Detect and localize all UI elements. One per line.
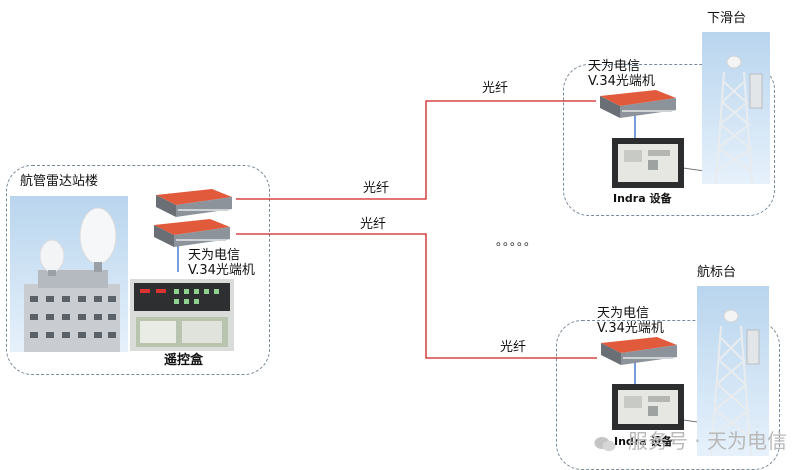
bottom-device-label-line1: 天为电信	[597, 306, 650, 321]
remote-control-box-image	[130, 279, 234, 351]
fiber-label-bottom-right: 光纤	[500, 340, 527, 355]
fiber-link-top	[236, 100, 596, 200]
fiber-label-top-right: 光纤	[482, 81, 509, 96]
fiber-label-bottom-left: 光纤	[360, 217, 387, 232]
indra-equipment-top-image	[612, 138, 684, 188]
optical-modem-bottom	[597, 335, 677, 365]
left-site-title: 航管雷达站楼	[20, 174, 99, 189]
optical-modem-top	[596, 88, 676, 118]
wechat-icon	[594, 434, 616, 452]
remote-box-label: 遥控盒	[164, 353, 204, 368]
bottom-equipment-label: Indra 设备	[614, 435, 673, 448]
fiber-label-top-left: 光纤	[363, 181, 390, 196]
left-device-label-line2: V.34光端机	[188, 263, 255, 278]
top-site-box	[563, 64, 775, 216]
left-site-box	[6, 165, 270, 375]
bottom-device-label-line2: V.34光端机	[597, 321, 664, 336]
more-sites-ellipsis: 。。。。。	[496, 234, 538, 248]
left-device-label-line1: 天为电信	[188, 248, 241, 263]
navaid-tower-image	[697, 286, 769, 456]
bottom-site-title: 航标台	[697, 265, 737, 280]
top-site-title: 下滑台	[707, 11, 747, 26]
optical-modem-left-2	[150, 217, 230, 247]
fiber-link-bottom	[236, 233, 597, 359]
optical-modem-left-1	[152, 187, 232, 217]
watermark-text: 服务号 · 天为电信	[627, 429, 787, 453]
top-device-label-line2: V.34光端机	[588, 74, 655, 89]
top-device-label-line1: 天为电信	[588, 59, 641, 74]
radar-building-image	[10, 196, 128, 352]
watermark: 服务号 · 天为电信	[594, 425, 787, 454]
indra-equipment-bottom-image	[612, 384, 684, 430]
top-equipment-label: Indra 设备	[613, 192, 672, 205]
glide-slope-tower-image	[702, 32, 770, 184]
